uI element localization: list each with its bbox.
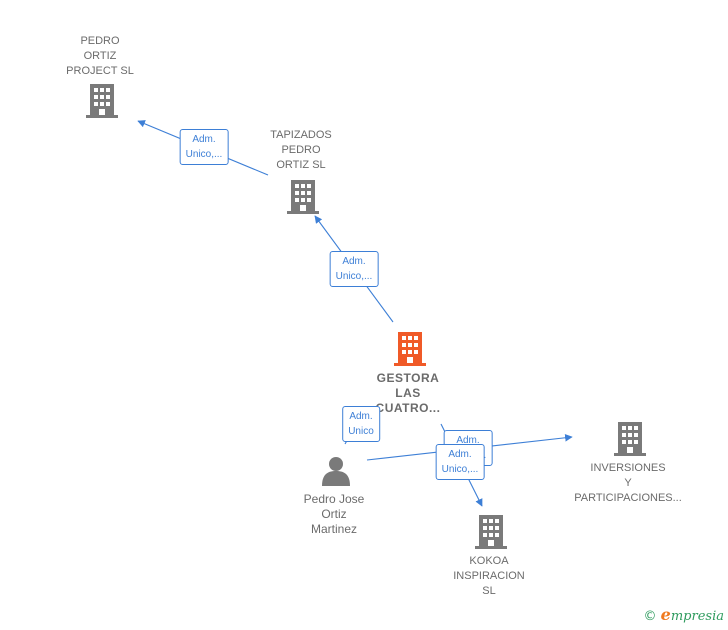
relation-badge[interactable]: Adm. Unico,... — [179, 129, 229, 165]
node-inversiones-participaciones[interactable]: INVERSIONES Y PARTICIPACIONES... — [574, 462, 682, 504]
building-icon — [287, 180, 319, 214]
edges — [137, 120, 573, 507]
building-icon — [475, 515, 507, 549]
person-icon — [322, 457, 350, 486]
node-pedro-ortiz-project[interactable]: PEDRO ORTIZ PROJECT SL — [66, 35, 134, 77]
node-gestora-las-cuatro[interactable]: GESTORA LAS CUATRO... — [375, 371, 441, 415]
brand-logo-text: mpresia — [670, 609, 724, 624]
copyright-icon: © — [643, 609, 657, 624]
building-icon-main — [394, 332, 426, 366]
brand-footer: © empresia — [644, 605, 724, 624]
building-icon — [86, 84, 118, 118]
node-pedro-jose-ortiz-martinez[interactable]: Pedro Jose Ortiz Martinez — [303, 492, 365, 536]
relation-badge[interactable]: Adm. Unico,... — [329, 251, 379, 287]
node-kokoa-inspiracion[interactable]: KOKOA INSPIRACION SL — [453, 555, 525, 597]
brand-logo-initial: e — [660, 605, 671, 624]
building-icon — [614, 422, 646, 456]
node-tapizados-pedro-ortiz[interactable]: TAPIZADOS PEDRO ORTIZ SL — [270, 129, 332, 171]
relation-badge[interactable]: Adm. Unico — [342, 406, 380, 442]
relation-badge[interactable]: Adm. Unico,... — [435, 444, 485, 480]
